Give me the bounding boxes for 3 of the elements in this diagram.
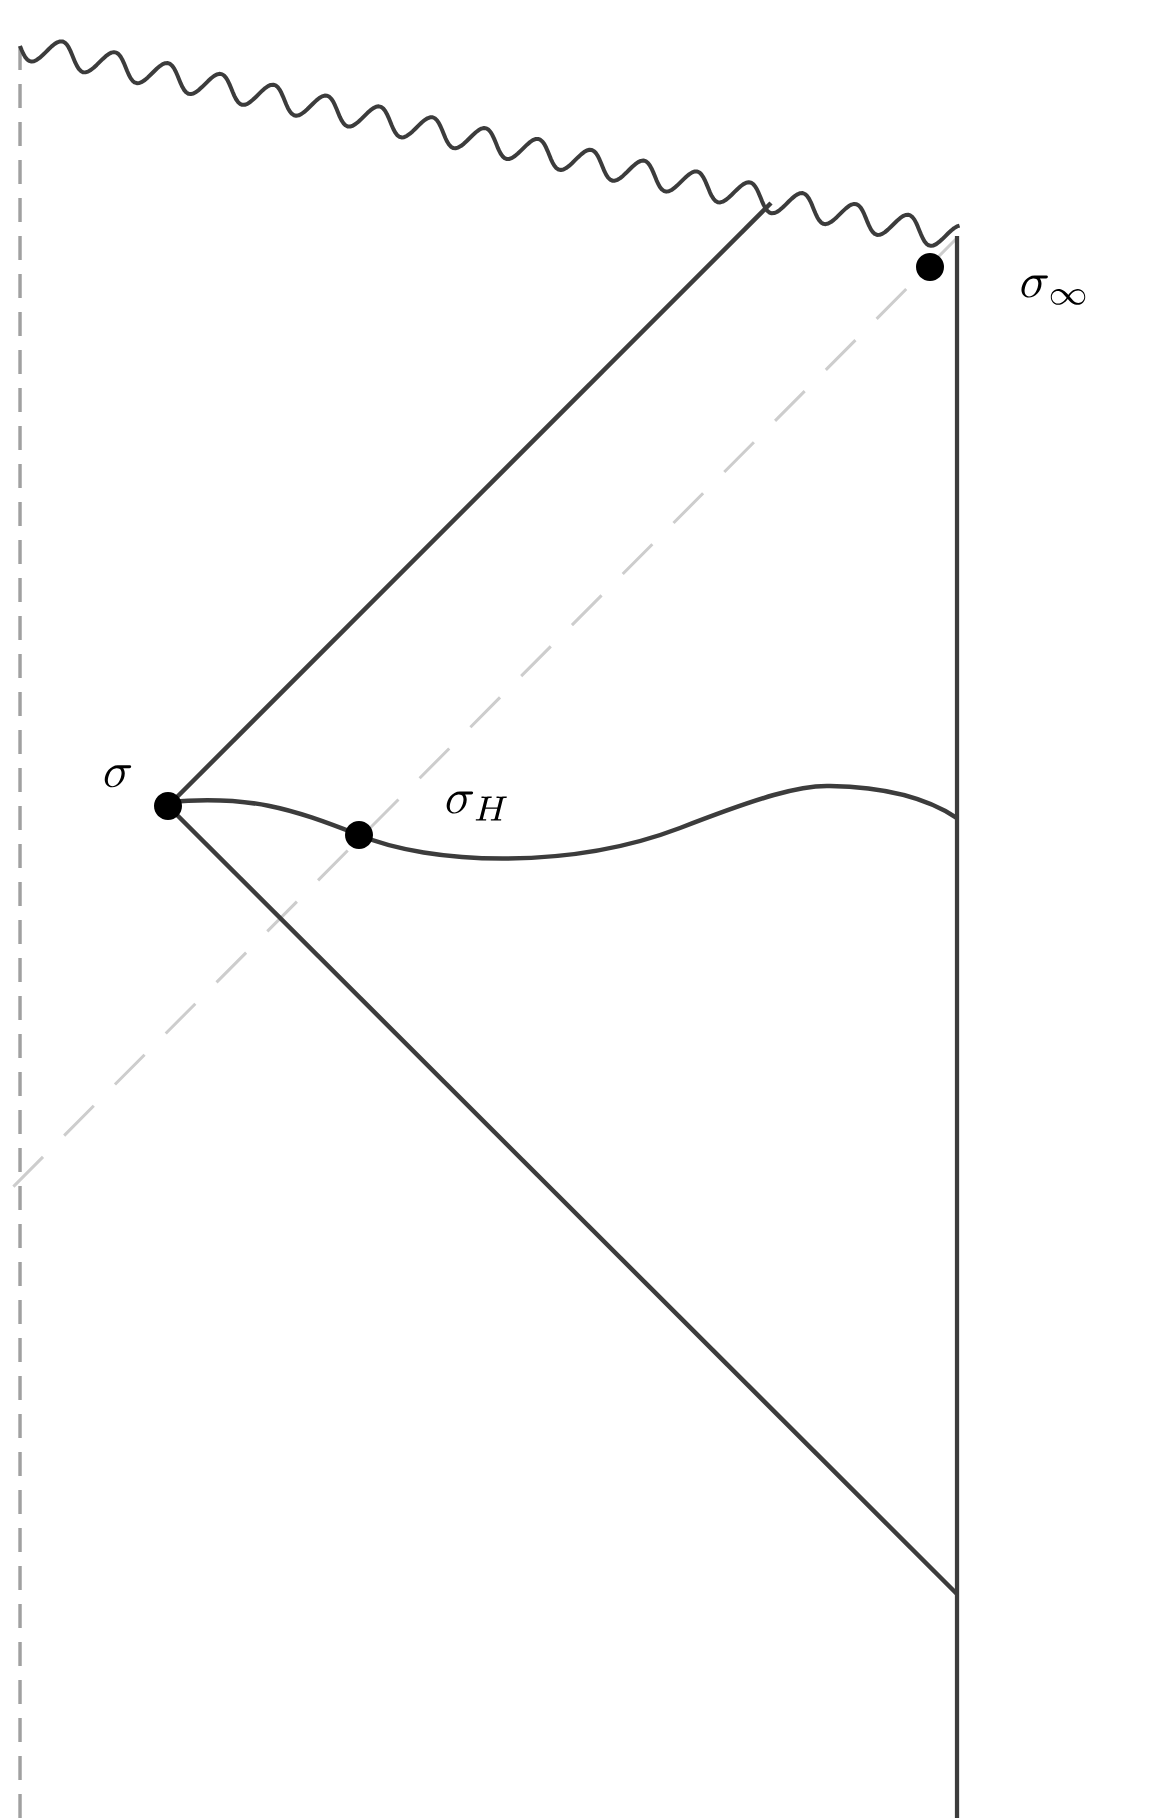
- point-label: $\sigma_\infty$: [1021, 275, 1086, 305]
- point-label: $\sigma_H$: [446, 791, 507, 821]
- point-label: $\sigma$: [104, 765, 132, 788]
